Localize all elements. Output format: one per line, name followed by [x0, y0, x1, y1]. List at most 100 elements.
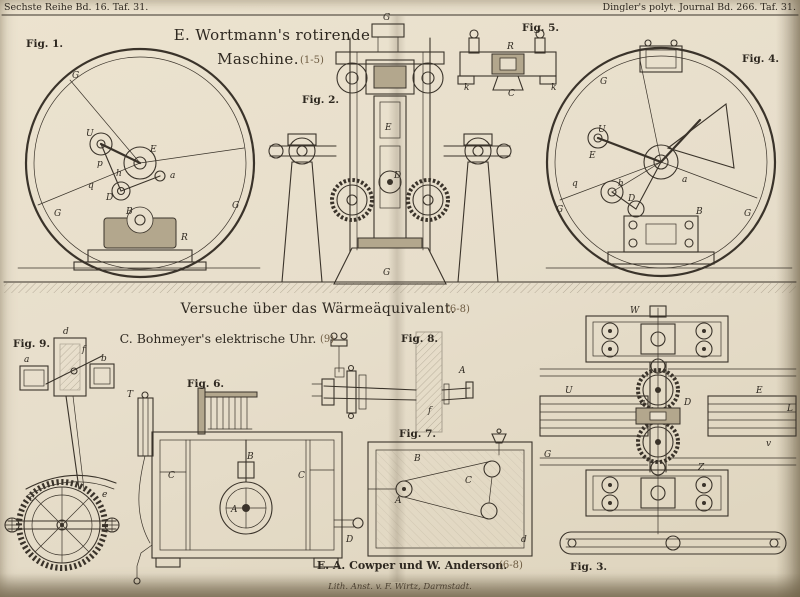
- part-letter: G: [232, 201, 239, 211]
- fig2-engine-elevation: [268, 23, 512, 285]
- fig3-top-crosshead: [585, 315, 729, 363]
- part-letter: B: [695, 207, 703, 217]
- part-letter: e: [102, 490, 107, 500]
- part-letter: b: [101, 354, 107, 364]
- clock-title: C. Bohmeyer's elektrische Uhr.: [120, 331, 317, 346]
- part-letter: G: [744, 209, 751, 219]
- part-letter: v: [766, 439, 771, 449]
- part-letter: h: [618, 179, 624, 189]
- fig7-box: [367, 441, 533, 557]
- part-letter: R: [180, 233, 188, 243]
- part-letter: L: [786, 404, 793, 414]
- part-letter: a: [24, 355, 29, 365]
- fig6-calorimeter-apparatus: [133, 387, 364, 585]
- part-letter: G: [544, 450, 551, 460]
- part-letter: C: [465, 476, 472, 486]
- fig4-rim-outer: [545, 46, 777, 278]
- part-letter: E: [755, 386, 763, 396]
- fig6-pulley: [219, 481, 273, 535]
- authors-caption-range: (6-8): [499, 560, 523, 571]
- fig4-flywheel-elevation: [545, 39, 777, 278]
- part-letter: B: [413, 454, 421, 464]
- fig2-pedestal: [333, 247, 447, 285]
- part-letter: a: [682, 175, 687, 185]
- header-left: Sechste Reihe Bd. 16. Taf. 31.: [4, 2, 148, 13]
- fig6-box: [151, 431, 343, 559]
- fig3-left-rail: [539, 395, 649, 437]
- fig3-machine-plan: [539, 305, 797, 555]
- heat-title: Versuche über das Wärmeäquivalent.: [180, 301, 456, 317]
- clock-title-range: (9): [320, 334, 334, 345]
- fig8-flange: [346, 370, 357, 414]
- part-letter: d: [63, 327, 69, 337]
- part-letter: D: [345, 535, 353, 545]
- fig2-left-bearing-cap: [287, 133, 317, 146]
- part-letter: D: [683, 398, 691, 408]
- part-letter: A: [458, 366, 466, 376]
- part-letter: G: [54, 209, 61, 219]
- fig3-bottom-crosshead: [585, 469, 729, 517]
- part-letter: d: [521, 535, 527, 545]
- machine-title-line1: E. Wortmann's rotirende: [174, 26, 371, 44]
- fig6-battery-column: [137, 397, 154, 457]
- fig1-rim-outer: [24, 47, 256, 279]
- fig5-valve-section: [457, 29, 557, 91]
- machine-title-range: (1-5): [300, 55, 324, 66]
- part-letter: G: [383, 13, 390, 23]
- machine-title-line2: Maschine.: [217, 50, 299, 68]
- part-letter: A: [394, 496, 402, 506]
- part-letter: G: [556, 205, 563, 215]
- part-letter: p: [97, 159, 103, 169]
- part-letter: G: [383, 268, 390, 278]
- part-letter: T: [127, 390, 134, 400]
- part-letter: B: [246, 452, 254, 462]
- authors-caption: E. A. Cowper und W. Anderson.: [317, 559, 507, 572]
- fig9-pendulum: [65, 395, 80, 490]
- part-letter: C: [168, 471, 175, 481]
- part-letter: C: [298, 471, 305, 481]
- part-letter: D: [105, 193, 113, 203]
- fig2-label: Fig. 2.: [302, 94, 339, 106]
- part-letter: q: [88, 181, 94, 191]
- part-letter: B: [125, 207, 133, 217]
- part-letter: a: [170, 171, 175, 181]
- part-letter: R: [506, 42, 514, 52]
- part-letter: G: [72, 71, 79, 81]
- fig5-label: Fig. 5.: [522, 22, 559, 34]
- imprint: Lith. Anst. v. F. Wirtz, Darmstadt.: [327, 582, 472, 592]
- part-letter: c: [29, 494, 34, 504]
- fig8-wall: [415, 331, 443, 433]
- fig8-shaft-through-wall: [311, 331, 474, 433]
- part-letter: k: [551, 83, 556, 93]
- part-letter: f: [427, 406, 433, 416]
- part-letter: D: [393, 171, 401, 181]
- fig9-electric-clock: [4, 337, 120, 571]
- fig7-belt-drive-box: [367, 428, 533, 557]
- part-letter: U: [86, 129, 94, 139]
- fig9-label: Fig. 9.: [13, 338, 50, 350]
- fig7-label: Fig. 7.: [399, 428, 436, 440]
- part-letter: A: [230, 505, 238, 515]
- center-fold-shadow: [388, 16, 406, 582]
- fig3-bottom-bar: [559, 531, 787, 555]
- fig1-flywheel-elevation: [24, 47, 256, 279]
- part-letter: W: [630, 306, 640, 316]
- header-right: Dingler's polyt. Journal Bd. 266. Taf. 3…: [602, 2, 796, 13]
- fig2-right-bearing-cap: [463, 133, 493, 146]
- part-letter: D: [627, 194, 635, 204]
- part-letter: C: [508, 89, 515, 99]
- part-letter: E: [588, 151, 596, 161]
- part-letter: q: [572, 179, 578, 189]
- part-letter: E: [384, 123, 392, 133]
- part-letter: k: [464, 83, 469, 93]
- part-letter: a: [640, 398, 645, 408]
- part-letter: f: [81, 345, 87, 355]
- part-letter: h: [116, 169, 122, 179]
- fig4-label: Fig. 4.: [742, 53, 779, 65]
- part-letter: U: [598, 125, 606, 135]
- part-letter: Z: [697, 463, 705, 473]
- fig3-label: Fig. 3.: [570, 561, 607, 573]
- fig8-label: Fig. 8.: [401, 333, 438, 345]
